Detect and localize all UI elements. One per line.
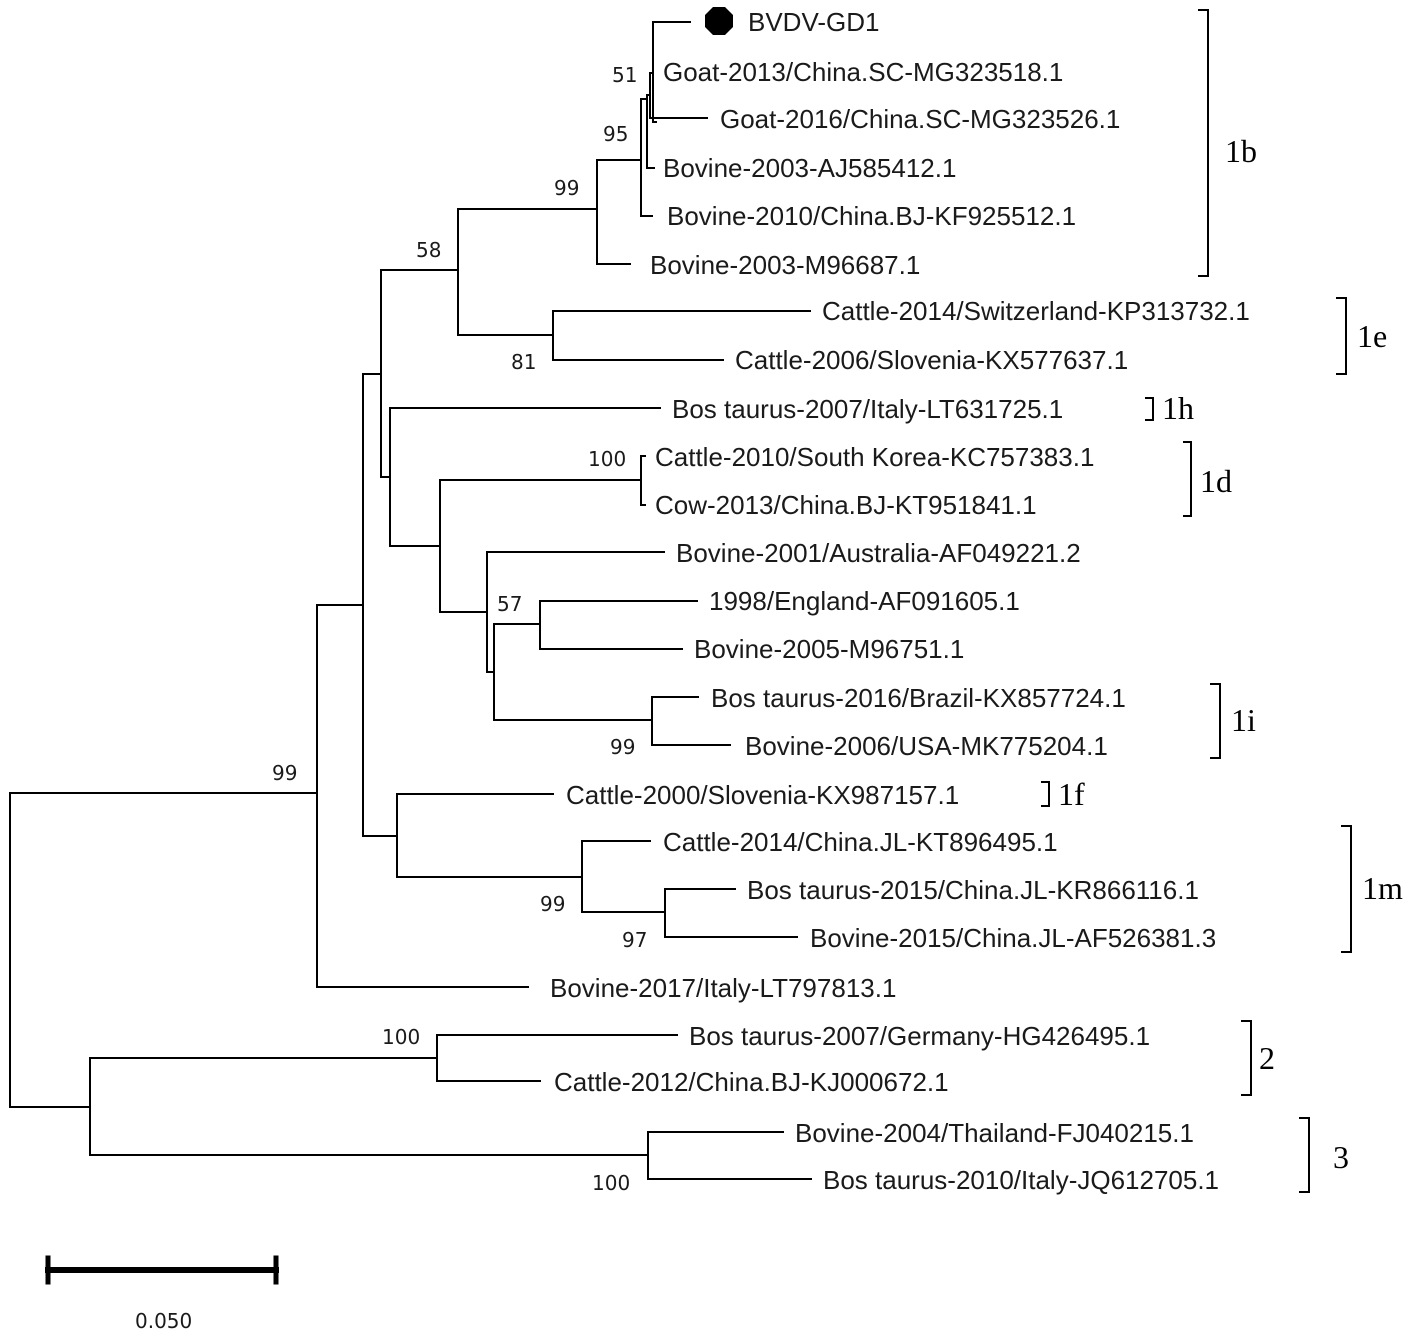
taxon-label: Bovine-2010/China.BJ-KF925512.1	[667, 201, 1076, 231]
taxon-label: Cattle-2000/Slovenia-KX987157.1	[566, 780, 959, 810]
taxon-label: Bovine-2003-AJ585412.1	[663, 153, 956, 183]
clade-label: 1i	[1231, 702, 1256, 738]
taxon-label: Cattle-2012/China.BJ-KJ000672.1	[554, 1067, 949, 1097]
taxon-label: BVDV-GD1	[748, 7, 880, 37]
scale-bar-label: 0.050	[135, 1309, 192, 1333]
bootstrap-value: 99	[272, 761, 297, 785]
bootstrap-value: 58	[416, 238, 441, 262]
clade-bracket-1d	[1183, 441, 1192, 517]
taxon-label: Bovine-2006/USA-MK775204.1	[745, 731, 1108, 761]
taxon-label: Goat-2013/China.SC-MG323518.1	[663, 57, 1063, 87]
taxon-label: Bos taurus-2010/Italy-JQ612705.1	[823, 1165, 1219, 1195]
taxon-label: Bos taurus-2016/Brazil-KX857724.1	[711, 683, 1126, 713]
bootstrap-value: 100	[382, 1025, 420, 1049]
bootstrap-value: 99	[610, 735, 635, 759]
taxon-label: Cattle-2014/Switzerland-KP313732.1	[822, 296, 1250, 326]
clade-bracket-1h	[1145, 397, 1154, 421]
scale-bar: 0.050	[45, 1255, 279, 1333]
clade-label: 3	[1333, 1139, 1349, 1175]
bootstrap-value: 100	[588, 447, 626, 471]
taxon-label: Bos taurus-2015/China.JL-KR866116.1	[747, 875, 1199, 905]
taxon-label: Cow-2013/China.BJ-KT951841.1	[655, 490, 1037, 520]
clade-label: 2	[1259, 1040, 1275, 1076]
taxon-label: Bos taurus-2007/Germany-HG426495.1	[689, 1021, 1150, 1051]
clade-label: 1f	[1058, 776, 1085, 812]
bootstrap-value: 99	[540, 892, 565, 916]
bootstrap-value: 95	[603, 122, 628, 146]
clade-label: 1d	[1200, 463, 1232, 499]
taxon-label: Cattle-2010/South Korea-KC757383.1	[655, 442, 1094, 472]
taxon-labels: BVDV-GD1 Goat-2013/China.SC-MG323518.1 G…	[550, 7, 1250, 1195]
clade-label: 1m	[1362, 870, 1403, 906]
clade-bracket-1m	[1341, 825, 1352, 953]
taxon-label: Cattle-2006/Slovenia-KX577637.1	[735, 345, 1128, 375]
clade-label: 1h	[1162, 390, 1194, 426]
clade-bracket-2	[1241, 1020, 1252, 1096]
bootstrap-value: 81	[511, 350, 536, 374]
taxon-label: Bovine-2017/Italy-LT797813.1	[550, 973, 896, 1003]
taxon-label: 1998/England-AF091605.1	[709, 586, 1020, 616]
taxon-label: Cattle-2014/China.JL-KT896495.1	[663, 827, 1058, 857]
taxon-label: Goat-2016/China.SC-MG323526.1	[720, 104, 1120, 134]
clade-label: 1b	[1225, 133, 1257, 169]
taxon-label: Bovine-2004/Thailand-FJ040215.1	[795, 1118, 1194, 1148]
bootstrap-value: 100	[592, 1171, 630, 1195]
taxon-label: Bovine-2005-M96751.1	[694, 634, 964, 664]
clade-bracket-3	[1299, 1117, 1310, 1193]
clade-bracket-1i	[1210, 683, 1221, 759]
clade-brackets	[1041, 9, 1352, 1193]
taxon-label: Bovine-2001/Australia-AF049221.2	[676, 538, 1081, 568]
clade-label: 1e	[1357, 318, 1387, 354]
taxon-label: Bos taurus-2007/Italy-LT631725.1	[672, 394, 1063, 424]
bootstrap-value: 51	[612, 63, 637, 87]
bvdv-gd1-marker-icon	[705, 7, 733, 35]
tree-branches	[9, 21, 812, 1180]
bootstrap-value: 97	[622, 928, 647, 952]
clade-bracket-1f	[1041, 781, 1050, 807]
taxon-label: Bovine-2003-M96687.1	[650, 250, 920, 280]
clade-bracket-1e	[1336, 297, 1347, 375]
bootstrap-value: 57	[497, 592, 522, 616]
clade-bracket-1b	[1198, 9, 1209, 277]
clade-labels: 1b 1e 1h 1d 1i 1f 1m 2 3	[1058, 133, 1403, 1175]
bootstrap-value: 99	[554, 176, 579, 200]
taxon-label: Bovine-2015/China.JL-AF526381.3	[810, 923, 1216, 953]
bootstrap-values: 51 95 99 58 81 100 57 99 99 99 97 100 10…	[272, 63, 647, 1195]
